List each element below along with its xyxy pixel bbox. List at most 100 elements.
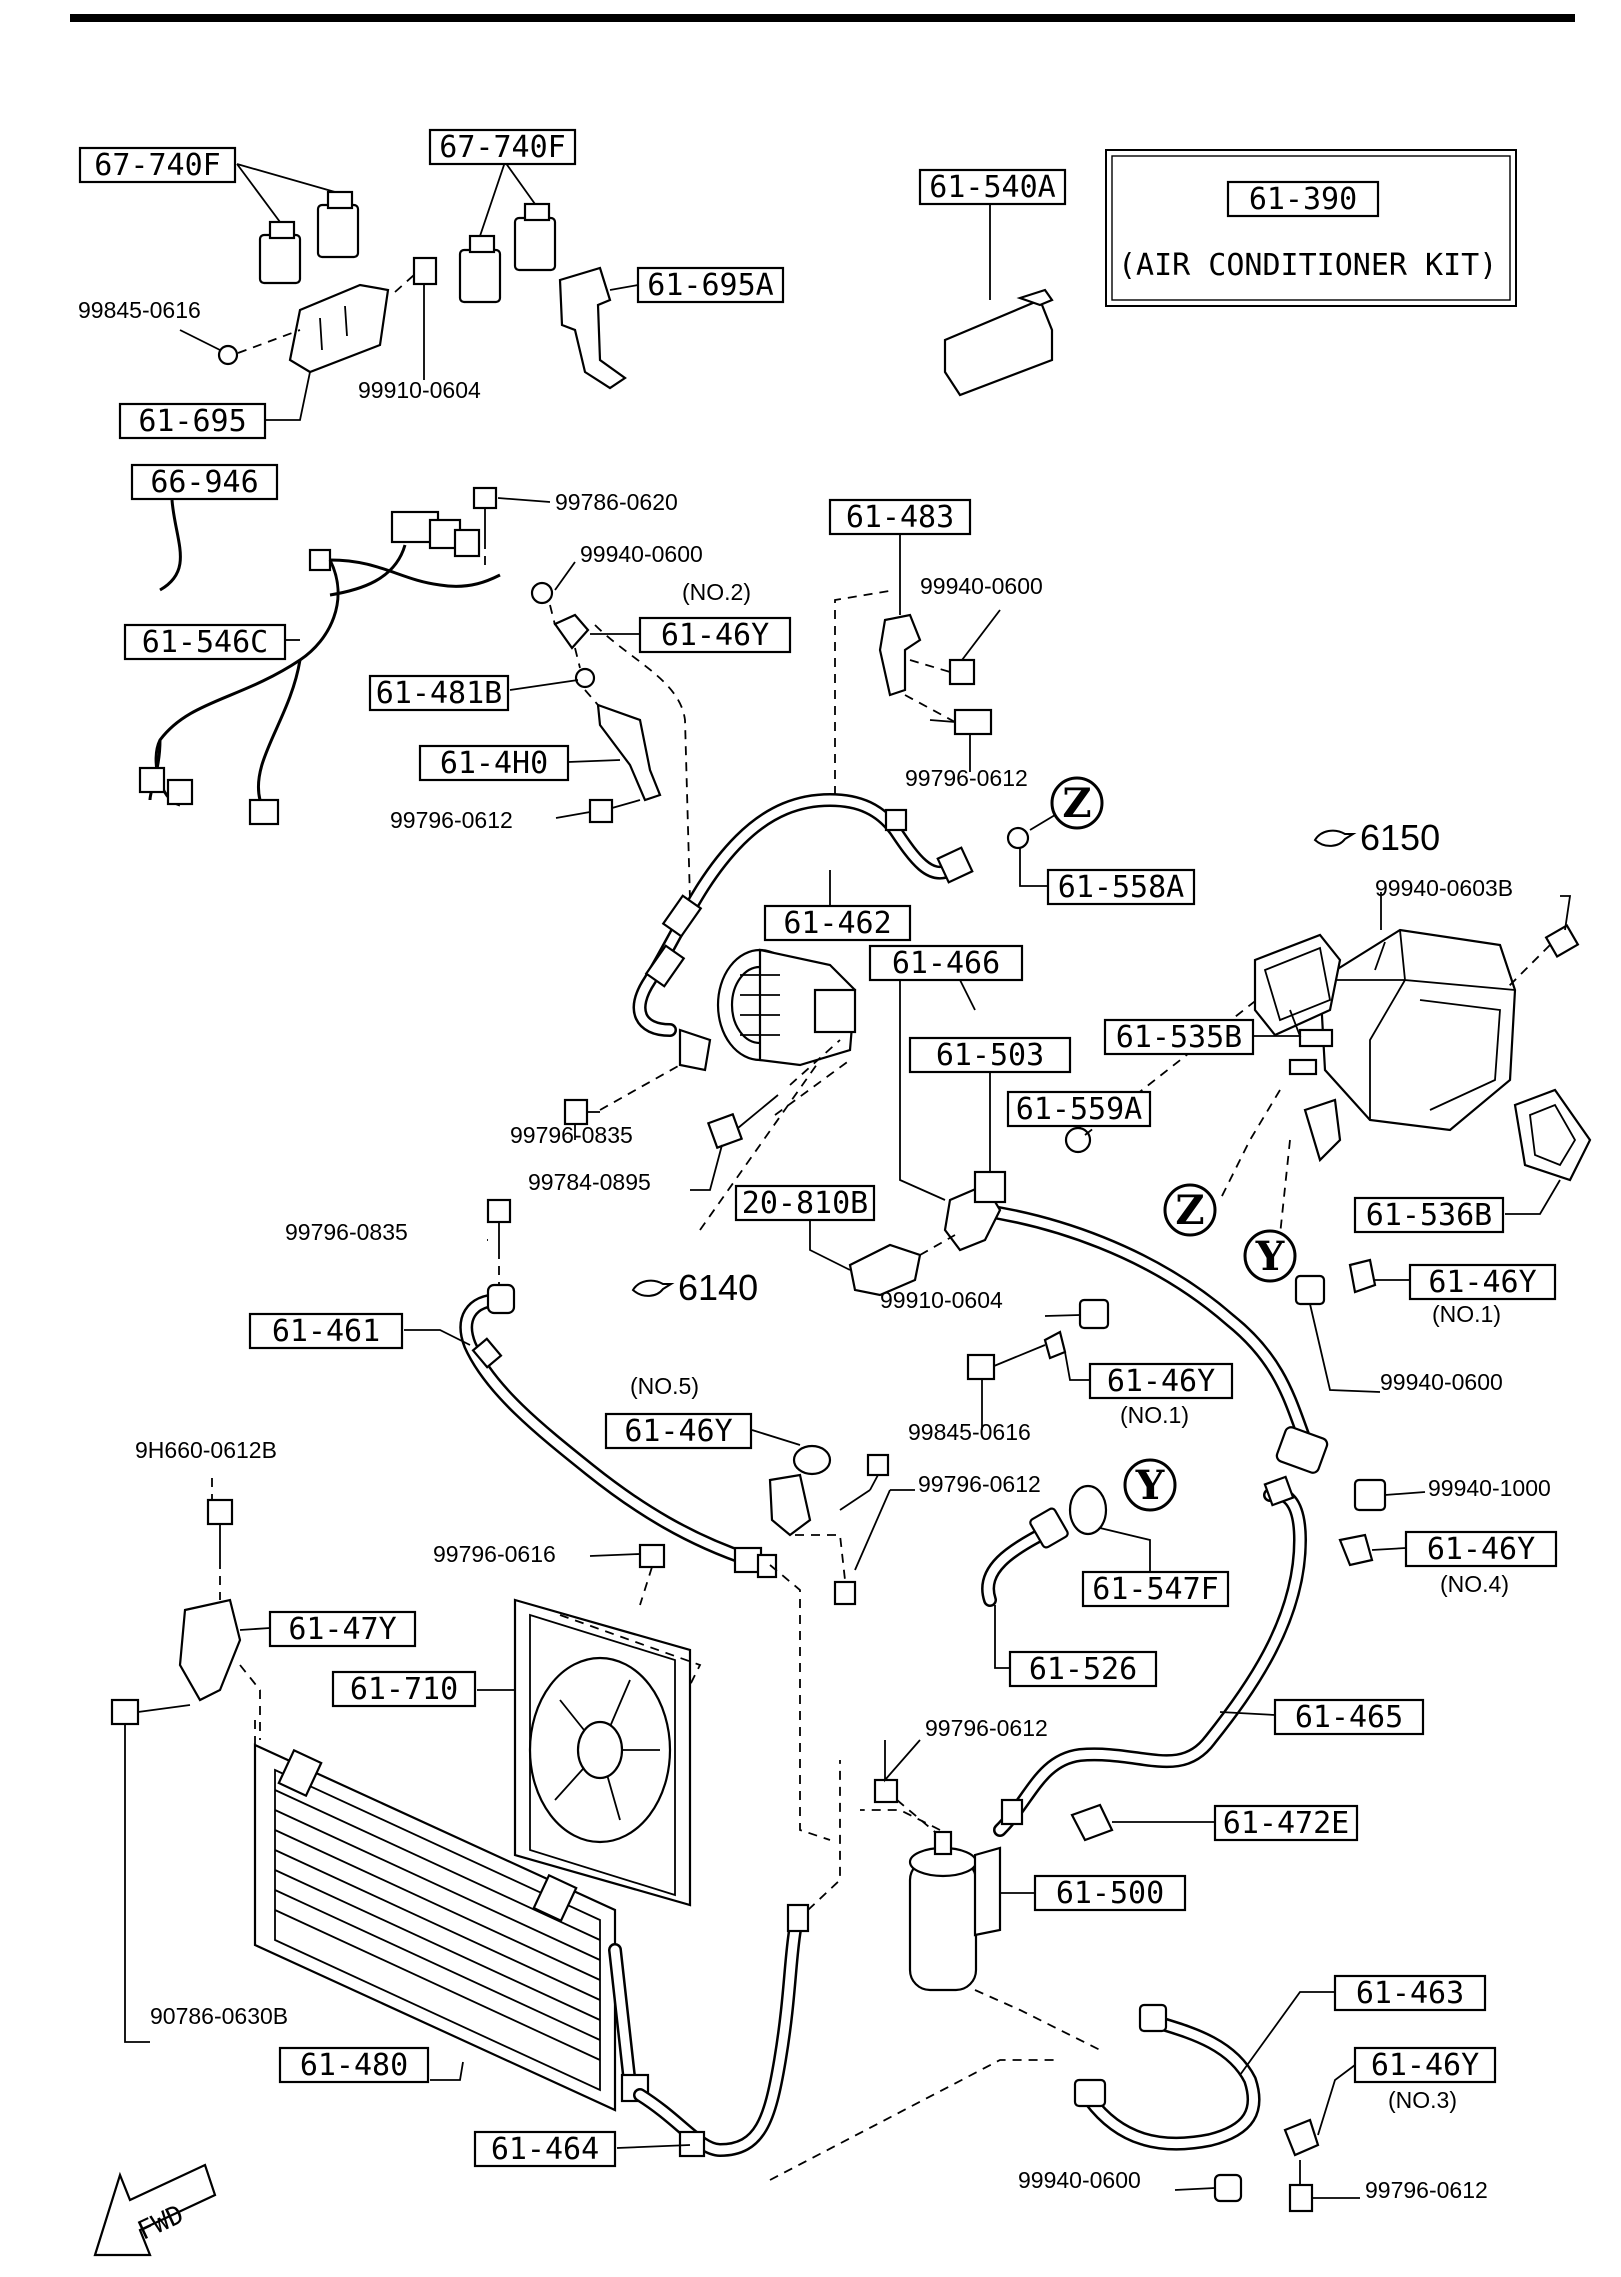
part-box-label: 61-503 — [936, 1038, 1044, 1073]
part-box-frame — [278, 2046, 430, 2084]
clip-20-810b — [809, 1218, 956, 1297]
part-box-frame — [248, 1312, 404, 1350]
clip-61-46y-no5 — [751, 1429, 915, 1841]
fittings-no4 — [1338, 1478, 1426, 1567]
bracket-61-483 — [878, 532, 1001, 772]
part-box: 61-540A — [918, 168, 1067, 206]
part-box-label: 20-810B — [742, 1186, 868, 1221]
part-box-label: 66-946 — [150, 465, 258, 500]
part-box-frame — [1006, 1090, 1152, 1128]
module-61-540a — [943, 200, 1054, 397]
part-box-label: 61-465 — [1295, 1700, 1403, 1735]
part-box: 61-546C — [123, 623, 287, 661]
fwd-arrow: FWD — [93, 2163, 217, 2257]
part-number-labels: (AIR CONDITIONER KIT)99845-061699910-060… — [78, 248, 1551, 2203]
part-box-frame — [368, 674, 510, 712]
part-box-frame — [1088, 1362, 1234, 1400]
part-box: 61-536B — [1353, 1196, 1505, 1234]
part-number-label: 99784-0895 — [528, 1169, 651, 1195]
part-box-frame — [1081, 1570, 1230, 1608]
part-number-label: 99796-0835 — [285, 1219, 408, 1245]
part-box-label: 61-464 — [491, 2132, 599, 2167]
part-box-label: 61-546C — [142, 625, 268, 660]
callout-z: Z — [1163, 1183, 1217, 1237]
part-box: 66-946 — [130, 463, 279, 501]
part-box-frame — [868, 944, 1024, 982]
part-box-frame — [918, 168, 1067, 206]
part-box-frame — [123, 623, 287, 661]
bracket-61-4h0 — [509, 667, 662, 824]
reference-mark: 6150 — [1313, 817, 1440, 858]
part-number-label: 9H660-0612B — [135, 1437, 277, 1463]
part-box-label: 61-46Y — [624, 1414, 732, 1449]
callout-letter: Z — [1062, 780, 1091, 827]
bracket-61-695a — [558, 266, 639, 390]
pipe-61-461 — [404, 1198, 778, 1579]
reference-marks: 6150 6140 — [631, 817, 1440, 1308]
part-number-label: 99910-0604 — [358, 377, 481, 403]
part-box: 61-481B — [368, 674, 510, 712]
part-number-label: 99845-0616 — [78, 297, 201, 323]
part-box-frame — [1103, 1018, 1255, 1056]
part-box-frame — [1226, 180, 1380, 218]
reference-number: 6150 — [1360, 817, 1440, 858]
callout-y: Y — [1123, 1458, 1177, 1512]
part-box: 61-466 — [868, 944, 1024, 982]
part-box-label: 61-462 — [783, 906, 891, 941]
callout-circle — [1050, 776, 1104, 830]
part-box-label: 61-480 — [300, 2048, 408, 2083]
part-box: 61-46Y — [1404, 1530, 1558, 1568]
part-box-label: 61-46Y — [661, 618, 769, 653]
part-number-label: (NO.4) — [1440, 1571, 1509, 1597]
part-box-label: 61-695 — [138, 404, 246, 439]
part-box: 61-46Y — [604, 1412, 753, 1450]
clip-61-46y-no2 — [530, 561, 640, 669]
part-box: 61-46Y — [638, 616, 792, 654]
wire-harness-61-546c — [138, 482, 501, 826]
part-box-label: 61-4H0 — [440, 746, 548, 781]
part-number-label: 99940-0600 — [1380, 1369, 1503, 1395]
part-box-frame — [78, 146, 237, 184]
part-box: 67-740F — [78, 146, 237, 184]
part-box-frame — [734, 1184, 876, 1222]
compressor — [563, 948, 857, 1231]
part-box: 61-46Y — [1088, 1362, 1234, 1400]
part-box-label: 61-500 — [1056, 1876, 1164, 1911]
part-number-label: 99796-0612 — [1365, 2177, 1488, 2203]
part-box: 61-695 — [118, 402, 267, 440]
part-number-label: 99796-0612 — [390, 807, 513, 833]
part-number-label: 99796-0612 — [905, 765, 1028, 791]
reference-mark: 6140 — [631, 1267, 758, 1308]
part-box: 61-695A — [636, 266, 785, 304]
part-box: 61-47Y — [268, 1610, 417, 1648]
callout-circle — [1123, 1458, 1177, 1512]
callout-z: Z — [1050, 776, 1104, 830]
part-box-frame — [1404, 1530, 1558, 1568]
callout-letter: Z — [1175, 1187, 1204, 1234]
part-number-label: 99796-0612 — [925, 1715, 1048, 1741]
bracket-61-47y — [110, 1478, 271, 2043]
part-box-label: 61-483 — [846, 500, 954, 535]
part-number-label: 99940-0600 — [580, 541, 703, 567]
part-box-label: 61-46Y — [1371, 2048, 1479, 2083]
callout-circle — [1243, 1229, 1297, 1283]
part-number-label: 99910-0604 — [880, 1287, 1003, 1313]
part-box: 61-4H0 — [418, 744, 570, 782]
part-number-label: 99796-0835 — [510, 1122, 633, 1148]
callout-y: Y — [1243, 1229, 1297, 1283]
reference-number: 6140 — [678, 1267, 758, 1308]
evaporator-unit — [1219, 892, 1592, 1236]
bracket-61-695 — [179, 256, 438, 421]
part-box-label: 61-46Y — [1107, 1364, 1215, 1399]
part-box-label: 61-463 — [1356, 1976, 1464, 2011]
fan-61-710 — [477, 1543, 702, 1907]
part-number-label: 99796-0612 — [918, 1471, 1041, 1497]
part-number-label: 99940-0603B — [1375, 875, 1513, 901]
fittings-no1 — [966, 1298, 1110, 1430]
part-box-frame — [331, 1670, 477, 1708]
part-box: 20-810B — [734, 1184, 876, 1222]
callout-letter: Y — [1135, 1462, 1165, 1509]
pipe-61-462 — [632, 589, 1056, 1037]
part-box-frame — [1273, 1698, 1425, 1736]
